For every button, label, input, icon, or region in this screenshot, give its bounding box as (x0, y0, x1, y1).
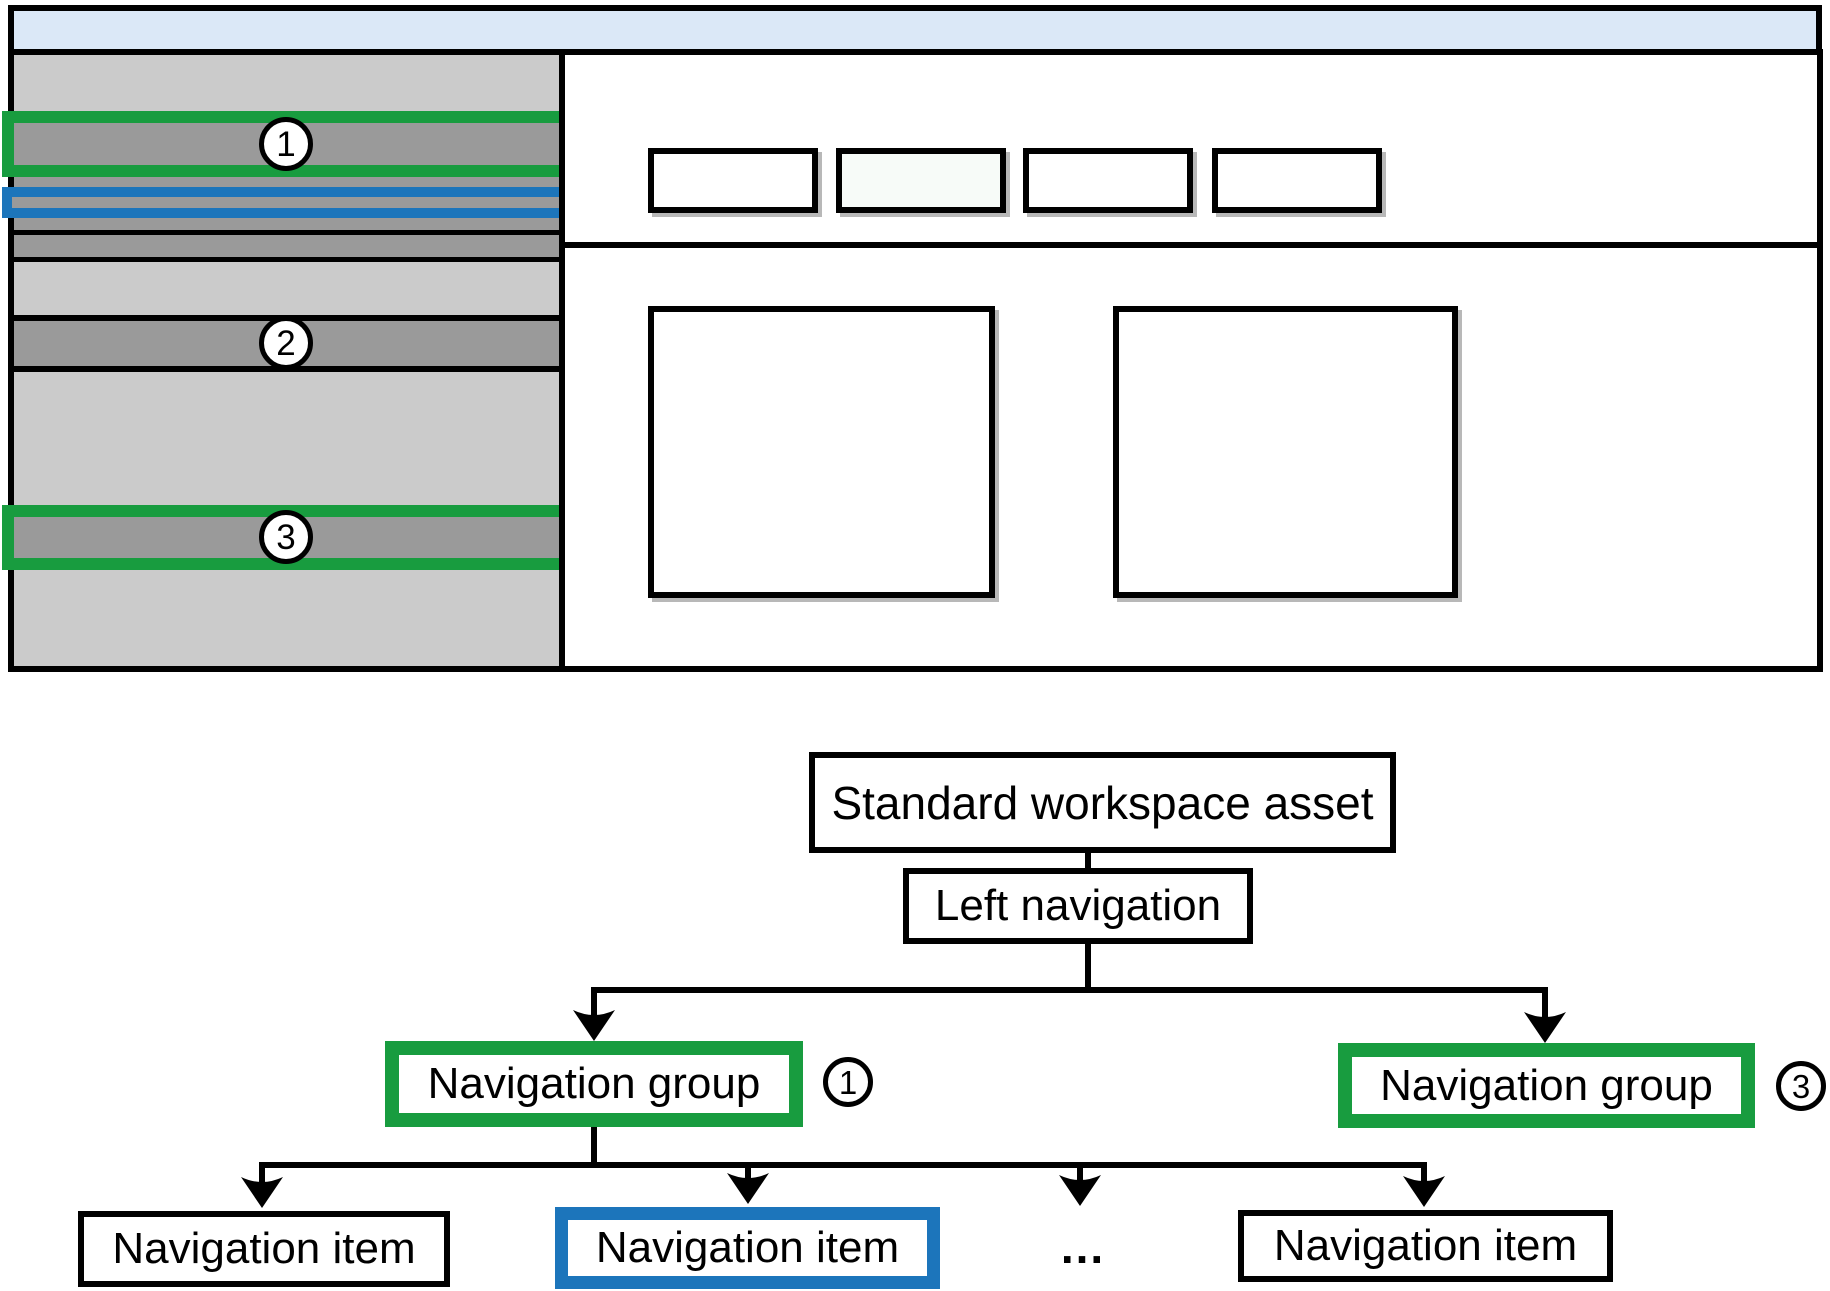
nav-item-3-label: Navigation item (1273, 1221, 1578, 1270)
wireframe-tab-4 (1212, 148, 1382, 213)
ellipsis-text: ... (1060, 1221, 1106, 1273)
diagram-box-navigation-group-right: Navigation group (1338, 1043, 1755, 1128)
diagram-callout-3: 3 (1776, 1061, 1826, 1111)
nav-group-left-label: Navigation group (427, 1059, 761, 1108)
callout-2-number: 2 (276, 323, 296, 363)
callout-3-number: 3 (276, 517, 296, 557)
diagram-callout-1: 1 (823, 1057, 873, 1107)
diagram-box-navigation-item-selected: Navigation item (555, 1207, 940, 1289)
diagram-box-navigation-group-left: Navigation group (385, 1041, 803, 1127)
diagram-callout-1-number: 1 (838, 1063, 858, 1101)
diagram-callout-3-number: 3 (1791, 1067, 1811, 1105)
wireframe-top-banner (8, 5, 1822, 55)
nav-item-1-label: Navigation item (112, 1224, 416, 1273)
wireframe-content-card-1 (648, 306, 995, 598)
wireframe-content-card-2 (1113, 306, 1458, 598)
diagram-box-standard-workspace-asset: Standard workspace asset (809, 752, 1396, 853)
nav-separator-bar (14, 230, 559, 262)
nav-group-right-label: Navigation group (1380, 1060, 1713, 1110)
callout-badge-2: 2 (259, 316, 313, 370)
nav-item-selected-label: Navigation item (595, 1223, 900, 1272)
diagram-ellipsis: ... (1043, 1216, 1123, 1278)
wireframe-content-panel (559, 49, 1823, 672)
diagram-box-navigation-item-3: Navigation item (1238, 1210, 1613, 1282)
selected-nav-item-highlight (2, 187, 580, 218)
wireframe-tab-3 (1023, 148, 1193, 213)
content-divider-line (565, 242, 1817, 248)
diagram-box-navigation-item-1: Navigation item (78, 1211, 450, 1287)
callout-badge-1: 1 (259, 117, 313, 171)
root-label: Standard workspace asset (831, 776, 1374, 829)
callout-badge-3: 3 (259, 510, 313, 564)
wireframe-tab-1 (648, 148, 818, 213)
diagram-box-left-navigation: Left navigation (903, 868, 1253, 944)
left-nav-label: Left navigation (934, 881, 1222, 930)
callout-1-number: 1 (276, 124, 296, 164)
wireframe-tab-2-highlighted (836, 148, 1006, 213)
